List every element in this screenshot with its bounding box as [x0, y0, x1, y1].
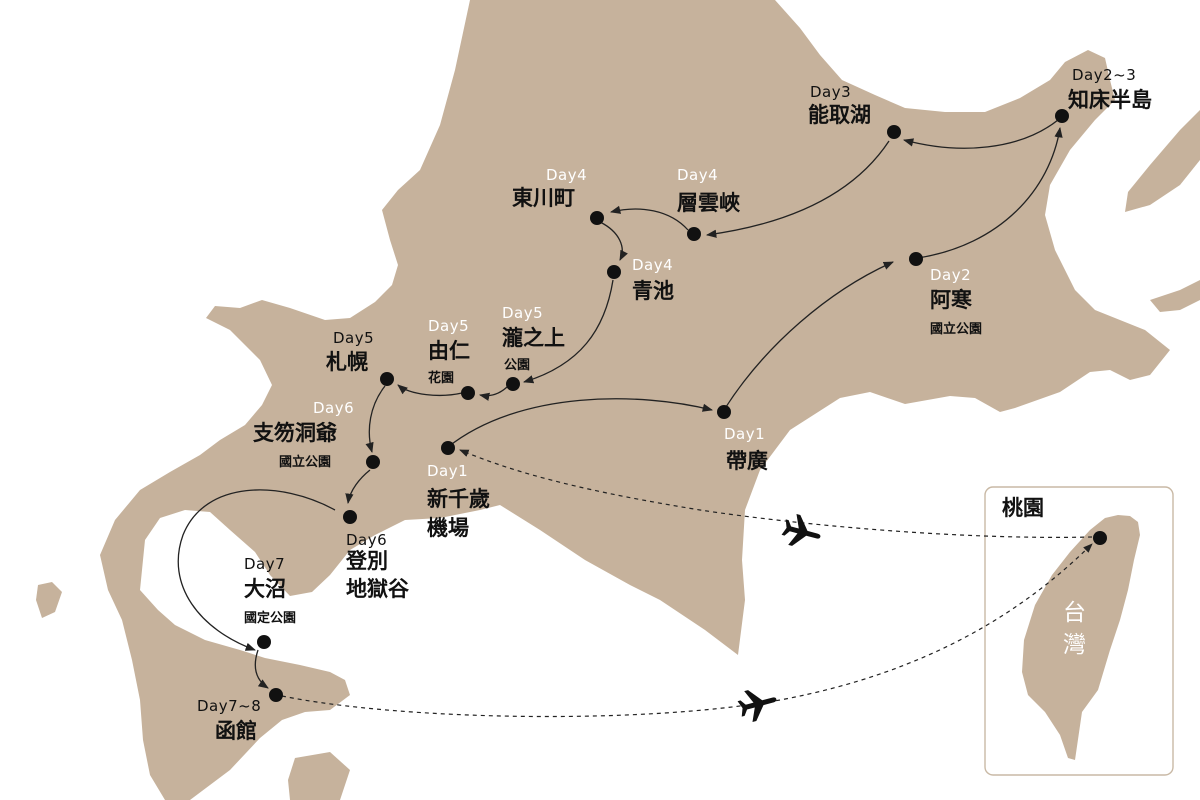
day-label-shikotsu: Day6 — [313, 399, 354, 417]
marker-yuni — [461, 386, 475, 400]
country-label: 台灣 — [1063, 600, 1086, 658]
marker-akan — [909, 252, 923, 266]
name-label-onuma: 大沼 — [244, 577, 286, 601]
sub-label-akan: 國立公園 — [930, 321, 982, 337]
marker-sounkyo — [687, 227, 701, 241]
route-chitose-obihiro — [447, 398, 714, 448]
day-label-akan: Day2 — [930, 266, 971, 284]
name-label-takinoue: 瀧之上 — [502, 326, 565, 350]
name-label-yuni: 由仁 — [428, 339, 470, 363]
taiwan-island — [1022, 515, 1140, 760]
day-label-onuma: Day7 — [244, 555, 285, 573]
route-higashikawa-aoike — [599, 221, 628, 261]
marker-hakodate — [269, 688, 283, 702]
route-onuma-hakodate — [254, 649, 269, 689]
shikotan-island — [1150, 280, 1200, 312]
marker-notoro — [887, 125, 901, 139]
marker-takinoue — [506, 377, 520, 391]
name-label-aoike: 青池 — [632, 279, 674, 303]
origin-label: 桃園 — [1002, 496, 1044, 520]
name-label-hakodate: 函館 — [215, 719, 257, 743]
airplane-icon — [735, 683, 781, 725]
marker-shikotsu — [366, 455, 380, 469]
sub-label-onuma: 國定公園 — [244, 610, 296, 626]
name2-label-noboribetsu: 地獄谷 — [346, 577, 410, 601]
name-label-notoro: 能取湖 — [808, 103, 871, 127]
stop-markers — [257, 109, 1069, 702]
route-yuni-sapporo — [397, 384, 463, 397]
name-label-akan: 阿寒 — [930, 288, 972, 312]
name-label-noboribetsu: 登別 — [345, 549, 388, 573]
marker-chitose — [441, 441, 455, 455]
country-char-2: 灣 — [1063, 632, 1086, 658]
day-label-takinoue: Day5 — [502, 304, 543, 322]
marker-obihiro — [717, 405, 731, 419]
stop-labels: Day2~3 知床半島 Day3 能取湖 Day4 層雲峽 Day4 東川町 D… — [197, 66, 1152, 743]
country-char-1: 台 — [1063, 600, 1086, 626]
day-label-higashikawa: Day4 — [546, 166, 587, 184]
route-sapporo-shikotsu — [365, 385, 386, 454]
name-label-chitose: 新千歲 — [427, 487, 490, 511]
okushiri-island — [36, 582, 62, 618]
route-notoro-sounkyo — [705, 140, 890, 238]
name-label-sounkyo: 層雲峽 — [677, 191, 741, 215]
sub-label-yuni: 花園 — [428, 370, 454, 386]
day-label-noboribetsu: Day6 — [346, 531, 387, 549]
sub-label-shikotsu: 國立公園 — [279, 454, 331, 470]
taoyuan-marker — [1093, 531, 1107, 545]
airplane-icon — [779, 511, 825, 553]
route-akan-shiretoko — [917, 126, 1063, 259]
sub-label-takinoue: 公園 — [504, 357, 530, 373]
day-label-obihiro: Day1 — [724, 425, 765, 443]
day-label-yuni: Day5 — [428, 317, 469, 335]
route-shikotsu-noboribetsu — [345, 469, 371, 505]
day-label-aoike: Day4 — [632, 256, 673, 274]
route-shiretoko-notoro — [902, 119, 1059, 149]
day-label-notoro: Day3 — [810, 83, 851, 101]
name2-label-chitose: 機場 — [427, 516, 469, 540]
route-aoike-takinoue — [523, 279, 614, 384]
marker-sapporo — [380, 372, 394, 386]
taiwan-inset: 桃園 台灣 — [984, 486, 1174, 776]
outbound-flight-path — [459, 449, 1093, 538]
day-label-chitose: Day1 — [427, 462, 468, 480]
route-noboribetsu-onuma — [177, 489, 336, 651]
name-label-obihiro: 帶廣 — [726, 449, 768, 473]
day-label-sounkyo: Day4 — [677, 166, 718, 184]
day-label-hakodate: Day7~8 — [197, 697, 261, 715]
route-sounkyo-higashikawa — [609, 205, 689, 231]
route-obihiro-akan — [723, 261, 894, 411]
kunashiri-island — [1125, 110, 1200, 212]
marker-noboribetsu — [343, 510, 357, 524]
marker-shiretoko — [1055, 109, 1069, 123]
marker-higashikawa — [590, 211, 604, 225]
name-label-sapporo: 札幌 — [325, 350, 368, 374]
travel-route — [177, 119, 1063, 689]
day-label-sapporo: Day5 — [333, 329, 374, 347]
name-label-shiretoko: 知床半島 — [1068, 88, 1152, 112]
name-label-shikotsu: 支笏洞爺 — [253, 421, 338, 445]
marker-aoike — [607, 265, 621, 279]
flight-paths — [281, 449, 1093, 725]
honshu-tip — [288, 752, 350, 800]
day-label-shiretoko: Day2~3 — [1072, 66, 1136, 84]
name-label-higashikawa: 東川町 — [512, 186, 575, 210]
hokkaido-landmass — [36, 0, 1200, 800]
marker-onuma — [257, 635, 271, 649]
